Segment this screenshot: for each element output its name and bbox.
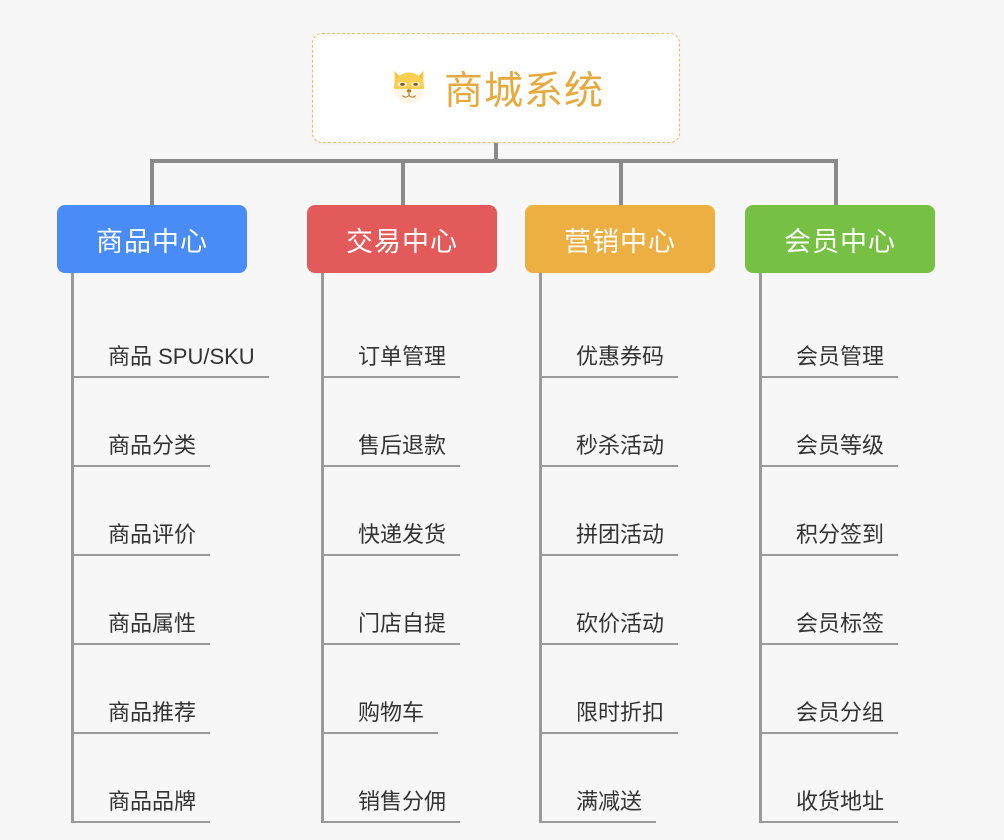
shiba-dog-face-icon: [388, 64, 430, 113]
leaf-label: 拼团活动: [542, 522, 679, 556]
leaf-label: 会员标签: [762, 611, 899, 645]
leaf-label: 门店自提: [324, 611, 461, 645]
leaf-label: 商品 SPU/SKU: [74, 344, 269, 378]
list-item[interactable]: 会员标签: [762, 556, 935, 645]
category-header-trade[interactable]: 交易中心: [307, 205, 497, 273]
list-item[interactable]: 会员分组: [762, 645, 935, 734]
connector-drop-trade: [401, 159, 405, 214]
list-item[interactable]: 收货地址: [762, 734, 935, 823]
category-header-product[interactable]: 商品中心: [57, 205, 247, 273]
list-item[interactable]: 门店自提: [324, 556, 497, 645]
leaf-label: 砍价活动: [542, 611, 679, 645]
list-item[interactable]: 砍价活动: [542, 556, 715, 645]
list-item[interactable]: 商品属性: [74, 556, 247, 645]
list-item[interactable]: 商品分类: [74, 378, 247, 467]
leaf-label: 购物车: [324, 700, 439, 734]
leaf-label: 商品属性: [74, 611, 211, 645]
leaf-list-member: 会员管理 会员等级 积分签到 会员标签 会员分组 收货地址: [759, 273, 935, 823]
list-item[interactable]: 会员等级: [762, 378, 935, 467]
list-item[interactable]: 商品推荐: [74, 645, 247, 734]
list-item[interactable]: 满减送: [542, 734, 715, 823]
list-item[interactable]: 快递发货: [324, 467, 497, 556]
category-header-marketing[interactable]: 营销中心: [525, 205, 715, 273]
leaf-label: 商品推荐: [74, 700, 211, 734]
category-header-member[interactable]: 会员中心: [745, 205, 935, 273]
list-item[interactable]: 购物车: [324, 645, 497, 734]
connector-horizontal-bus: [150, 159, 838, 163]
leaf-label: 商品评价: [74, 522, 211, 556]
list-item[interactable]: 拼团活动: [542, 467, 715, 556]
branch-column-trade: 交易中心 订单管理 售后退款 快递发货 门店自提 购物车 销售分佣: [307, 205, 497, 823]
root-title: 商城系统: [443, 70, 604, 113]
leaf-label: 商品分类: [74, 433, 211, 467]
leaf-label: 限时折扣: [542, 700, 679, 734]
list-item[interactable]: 售后退款: [324, 378, 497, 467]
list-item[interactable]: 销售分佣: [324, 734, 497, 823]
list-item[interactable]: 商品评价: [74, 467, 247, 556]
connector-root-stem: [494, 143, 498, 163]
list-item[interactable]: 商品品牌: [74, 734, 247, 823]
leaf-label: 售后退款: [324, 433, 461, 467]
leaf-label: 会员分组: [762, 700, 899, 734]
list-item[interactable]: 会员管理: [762, 289, 935, 378]
root-node[interactable]: 商城系统: [312, 33, 680, 143]
branch-column-marketing: 营销中心 优惠券码 秒杀活动 拼团活动 砍价活动 限时折扣 满减送: [525, 205, 715, 823]
leaf-label: 积分签到: [762, 522, 899, 556]
connector-drop-member: [834, 159, 838, 214]
leaf-list-trade: 订单管理 售后退款 快递发货 门店自提 购物车 销售分佣: [321, 273, 497, 823]
leaf-label: 销售分佣: [324, 789, 461, 823]
branch-column-member: 会员中心 会员管理 会员等级 积分签到 会员标签 会员分组 收货地址: [745, 205, 935, 823]
list-item[interactable]: 限时折扣: [542, 645, 715, 734]
leaf-label: 快递发货: [324, 522, 461, 556]
list-item[interactable]: 订单管理: [324, 289, 497, 378]
leaf-label: 会员等级: [762, 433, 899, 467]
leaf-list-product: 商品 SPU/SKU 商品分类 商品评价 商品属性 商品推荐 商品品牌: [71, 273, 269, 823]
connector-drop-marketing: [619, 159, 623, 214]
list-item[interactable]: 优惠券码: [542, 289, 715, 378]
leaf-label: 收货地址: [762, 789, 899, 823]
leaf-label: 优惠券码: [542, 344, 679, 378]
leaf-label: 订单管理: [324, 344, 461, 378]
leaf-label: 秒杀活动: [542, 433, 679, 467]
leaf-label: 满减送: [542, 789, 657, 823]
list-item[interactable]: 积分签到: [762, 467, 935, 556]
list-item[interactable]: 秒杀活动: [542, 378, 715, 467]
leaf-list-marketing: 优惠券码 秒杀活动 拼团活动 砍价活动 限时折扣 满减送: [539, 273, 715, 823]
list-item[interactable]: 商品 SPU/SKU: [74, 289, 269, 378]
leaf-label: 商品品牌: [74, 789, 211, 823]
connector-drop-product: [150, 159, 154, 214]
branch-column-product: 商品中心 商品 SPU/SKU 商品分类 商品评价 商品属性 商品推荐 商品品牌: [57, 205, 269, 823]
leaf-label: 会员管理: [762, 344, 899, 378]
